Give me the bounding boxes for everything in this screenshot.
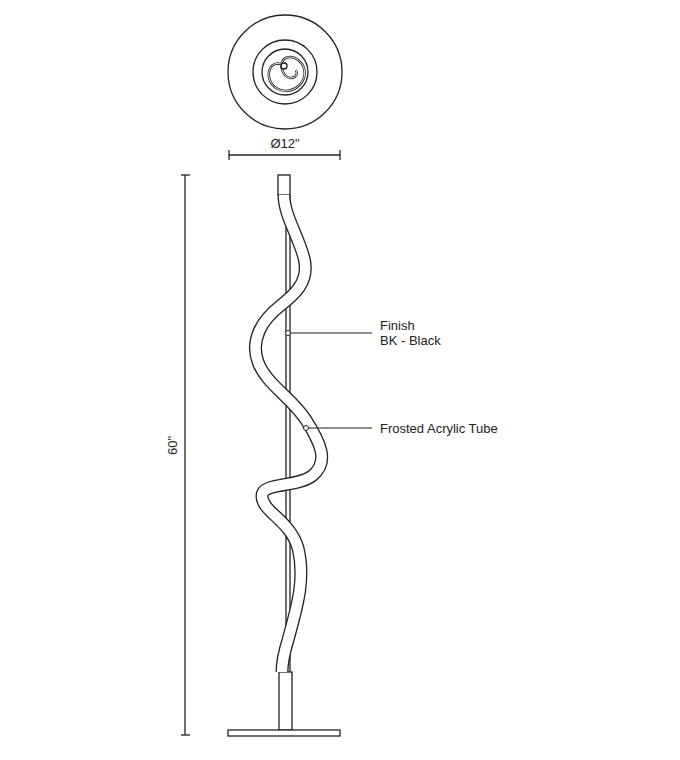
lamp-frame <box>228 175 340 736</box>
leader-lines <box>286 331 373 431</box>
diameter-dimension <box>229 150 340 160</box>
dimension-text: Ø12" <box>270 136 299 151</box>
callout-label: Finish <box>380 318 415 333</box>
acrylic-tube <box>255 195 321 672</box>
callout-value: BK - Black <box>380 333 441 348</box>
dimension-text: 60" <box>165 435 180 454</box>
top-view <box>228 15 342 129</box>
height-dimension <box>181 175 190 735</box>
callout-label: Frosted Acrylic Tube <box>380 421 498 436</box>
